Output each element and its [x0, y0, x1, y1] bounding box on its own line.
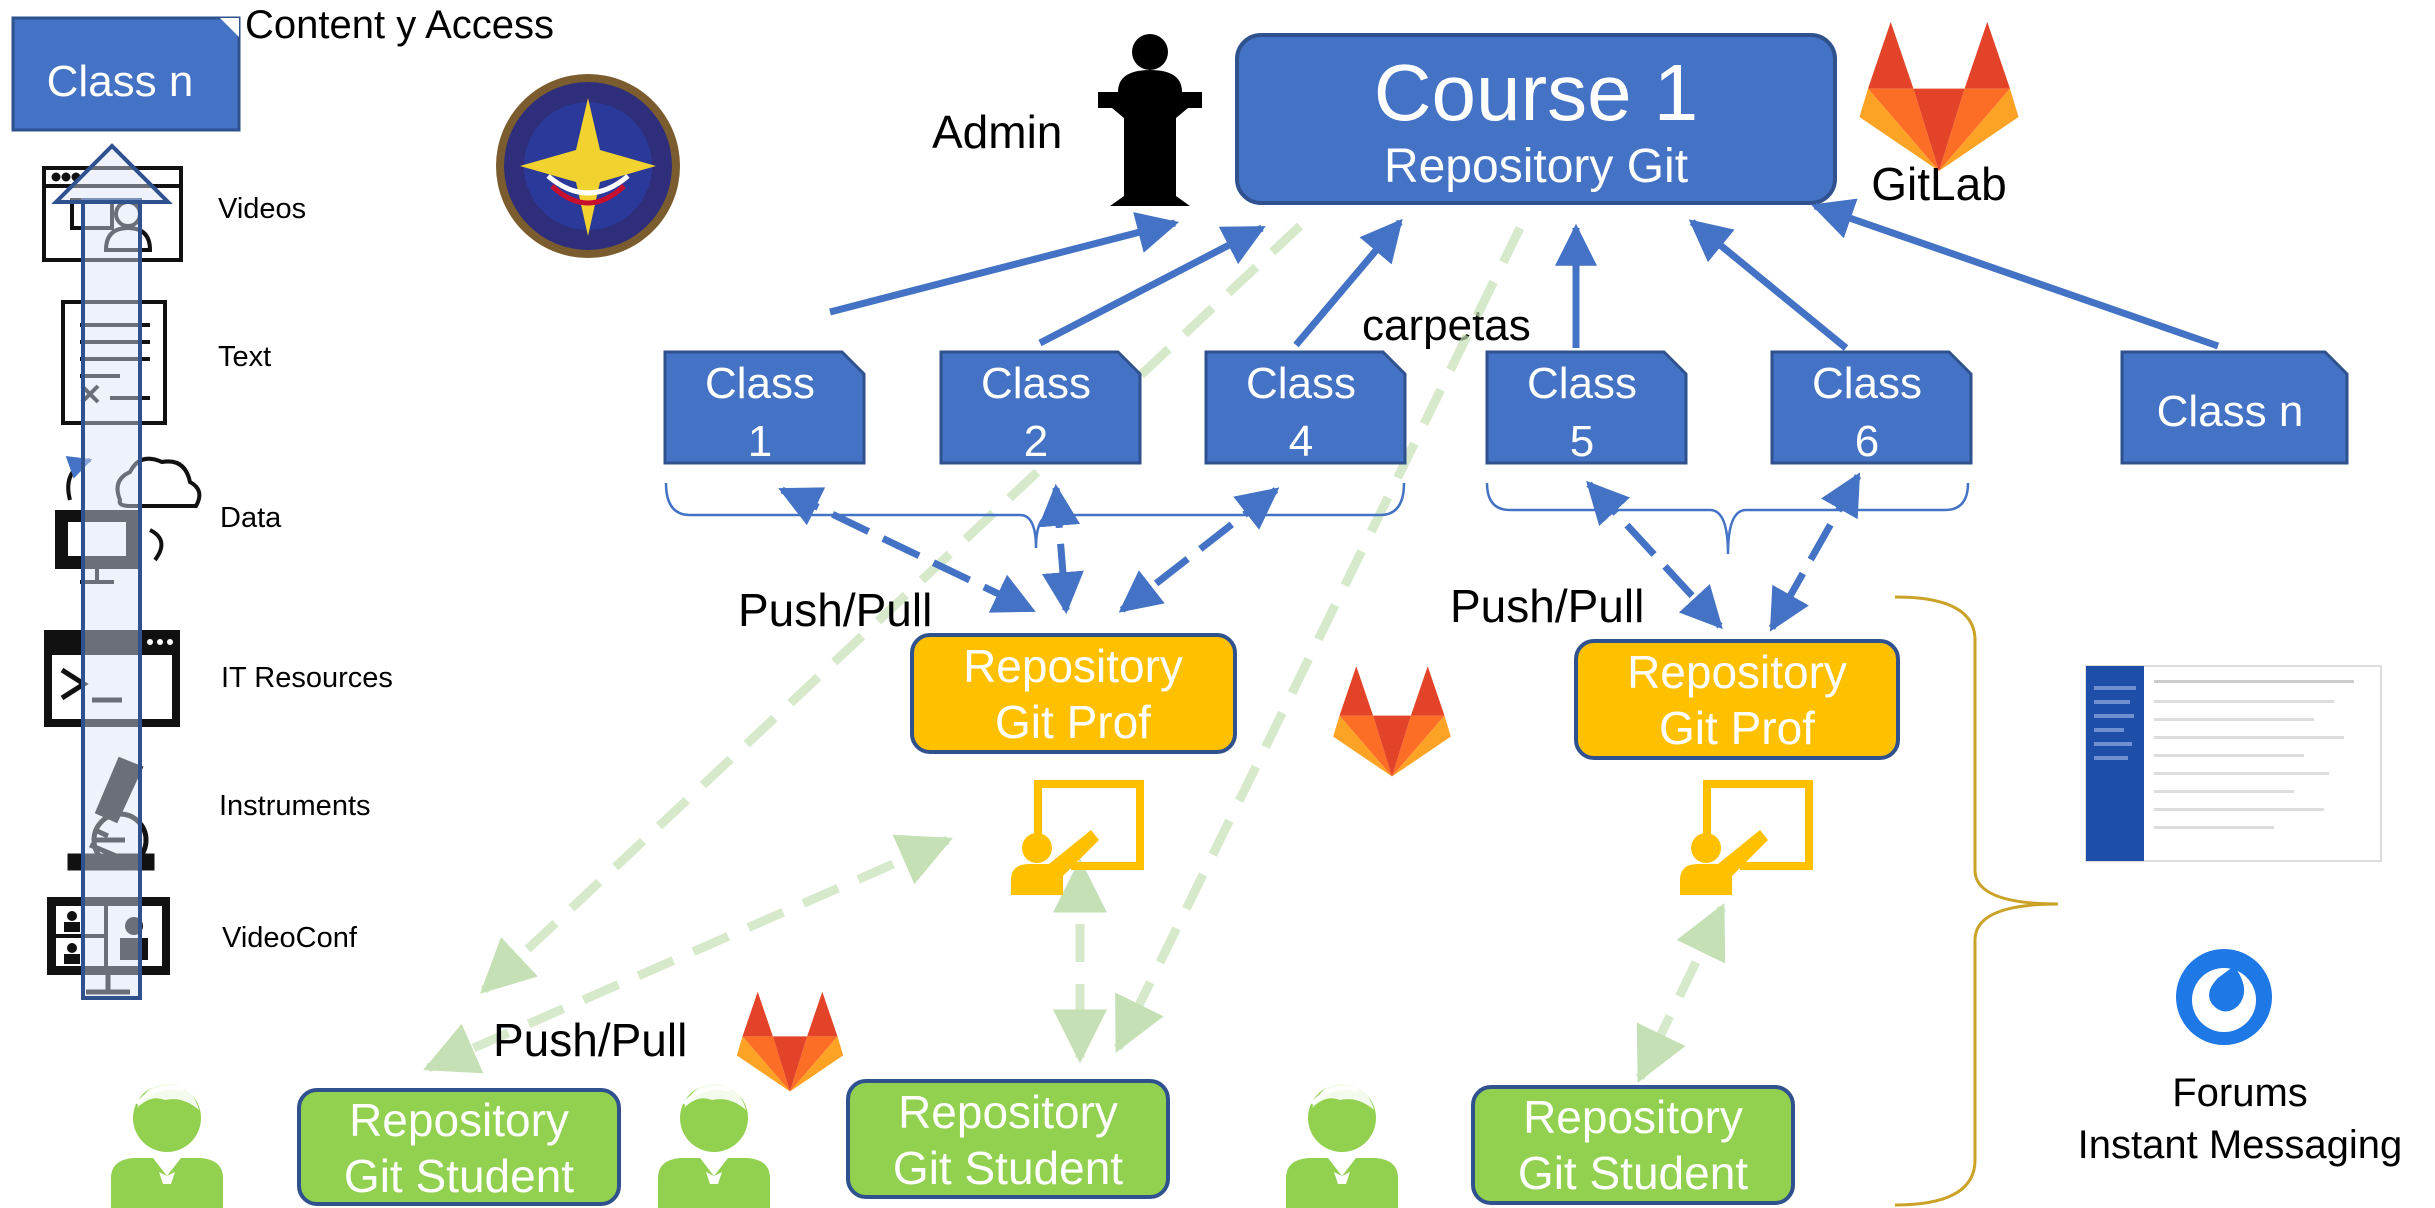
prof-repo-line2: Git Prof [1659, 702, 1815, 754]
student-repo-line2: Git Student [1518, 1147, 1748, 1199]
class-label-line1: Class [705, 359, 815, 408]
course-subtitle: Repository Git [1384, 140, 1688, 193]
student-repository-box[interactable]: Repository Git Student [297, 1088, 621, 1206]
student-icon [656, 1068, 772, 1208]
forums-label-line1: Forums [2172, 1071, 2308, 1115]
teacher-icon [1680, 780, 1813, 895]
student-repo-line2: Git Student [344, 1150, 574, 1202]
prof-repo-line1: Repository [1627, 646, 1847, 698]
videoconference-icon [47, 897, 170, 995]
resource-label-videos: Videos [218, 193, 306, 225]
gitlab-label: GitLab [1871, 158, 2007, 210]
class-label-line2: 6 [1855, 417, 1879, 466]
tools-brace [1894, 595, 2059, 1207]
class-label-line1: Class n [2157, 387, 2304, 436]
class-label-line2: 5 [1570, 417, 1594, 466]
resource-label-videoconf: VideoConf [222, 922, 358, 954]
prof-repository-box[interactable]: Repository Git Prof [910, 633, 1237, 754]
gitlab-logo-icon [1859, 21, 2019, 172]
class-label-line2: 2 [1024, 417, 1048, 466]
class-to-course-arrows [829, 198, 2220, 351]
push-pull-label: Push/Pull [1450, 580, 1644, 632]
student-icon [1284, 1068, 1400, 1208]
microscope-icon [67, 756, 155, 871]
university-seal [496, 74, 680, 258]
resource-label-text: Text [218, 341, 271, 373]
student-icon [109, 1068, 225, 1208]
push-pull-label: Push/Pull [738, 584, 932, 636]
class-folder[interactable]: Class 4 [1204, 350, 1407, 466]
podium-icon [1098, 34, 1202, 206]
admin-label: Admin [932, 106, 1062, 158]
gitlab-logo-icon [1333, 666, 1451, 777]
course-repository-box[interactable]: Course 1 Repository Git [1235, 33, 1837, 205]
prof-repo-line1: Repository [963, 640, 1183, 692]
resource-label-data: Data [220, 502, 282, 534]
student-repo-line2: Git Student [893, 1142, 1123, 1194]
student-repository-box[interactable]: Repository Git Student [1471, 1085, 1795, 1205]
resource-label-instruments: Instruments [219, 790, 371, 822]
content-access-label: Content y Access [245, 3, 554, 47]
class-label-line2: 4 [1289, 417, 1313, 466]
class-folder[interactable]: Class 2 [939, 350, 1142, 466]
carpetas-label: carpetas [1362, 301, 1531, 350]
forums-label-line2: Instant Messaging [2078, 1123, 2403, 1167]
class-folder[interactable]: Class 6 [1770, 350, 1973, 466]
left-panel: Class n Content y Access [11, 3, 554, 1000]
class-folder[interactable]: Class n [2120, 350, 2349, 465]
chat-screenshot-thumbnail [2085, 665, 2382, 862]
mattermost-logo-icon [2176, 949, 2272, 1045]
student-repository-box[interactable]: Repository Git Student [846, 1079, 1170, 1199]
push-pull-arrows [778, 472, 1862, 632]
student-repo-line1: Repository [1523, 1091, 1743, 1143]
resource-label-it: IT Resources [221, 662, 393, 694]
student-repo-line1: Repository [898, 1086, 1118, 1138]
left-class-n-label: Class n [47, 57, 194, 106]
push-pull-label: Push/Pull [493, 1014, 687, 1066]
class-folder[interactable]: Class 5 [1485, 350, 1688, 466]
class-group-brace [664, 482, 1970, 555]
class-label-line1: Class [1527, 359, 1637, 408]
terminal-window-icon [44, 630, 180, 727]
prof-repo-line2: Git Prof [995, 696, 1151, 748]
prof-repository-box[interactable]: Repository Git Prof [1574, 639, 1900, 760]
class-folder[interactable]: Class 1 [663, 350, 866, 466]
left-class-n-box[interactable] [11, 16, 241, 132]
access-up-arrow [51, 143, 173, 1000]
course-title: Course 1 [1374, 48, 1699, 137]
gitlab-logo-icon [736, 991, 844, 1092]
class-label-line1: Class [981, 359, 1091, 408]
class-label-line2: 1 [748, 417, 772, 466]
class-label-line1: Class [1812, 359, 1922, 408]
student-repo-line1: Repository [349, 1094, 569, 1146]
class-label-line1: Class [1246, 359, 1356, 408]
cloud-computer-icon [55, 455, 202, 584]
